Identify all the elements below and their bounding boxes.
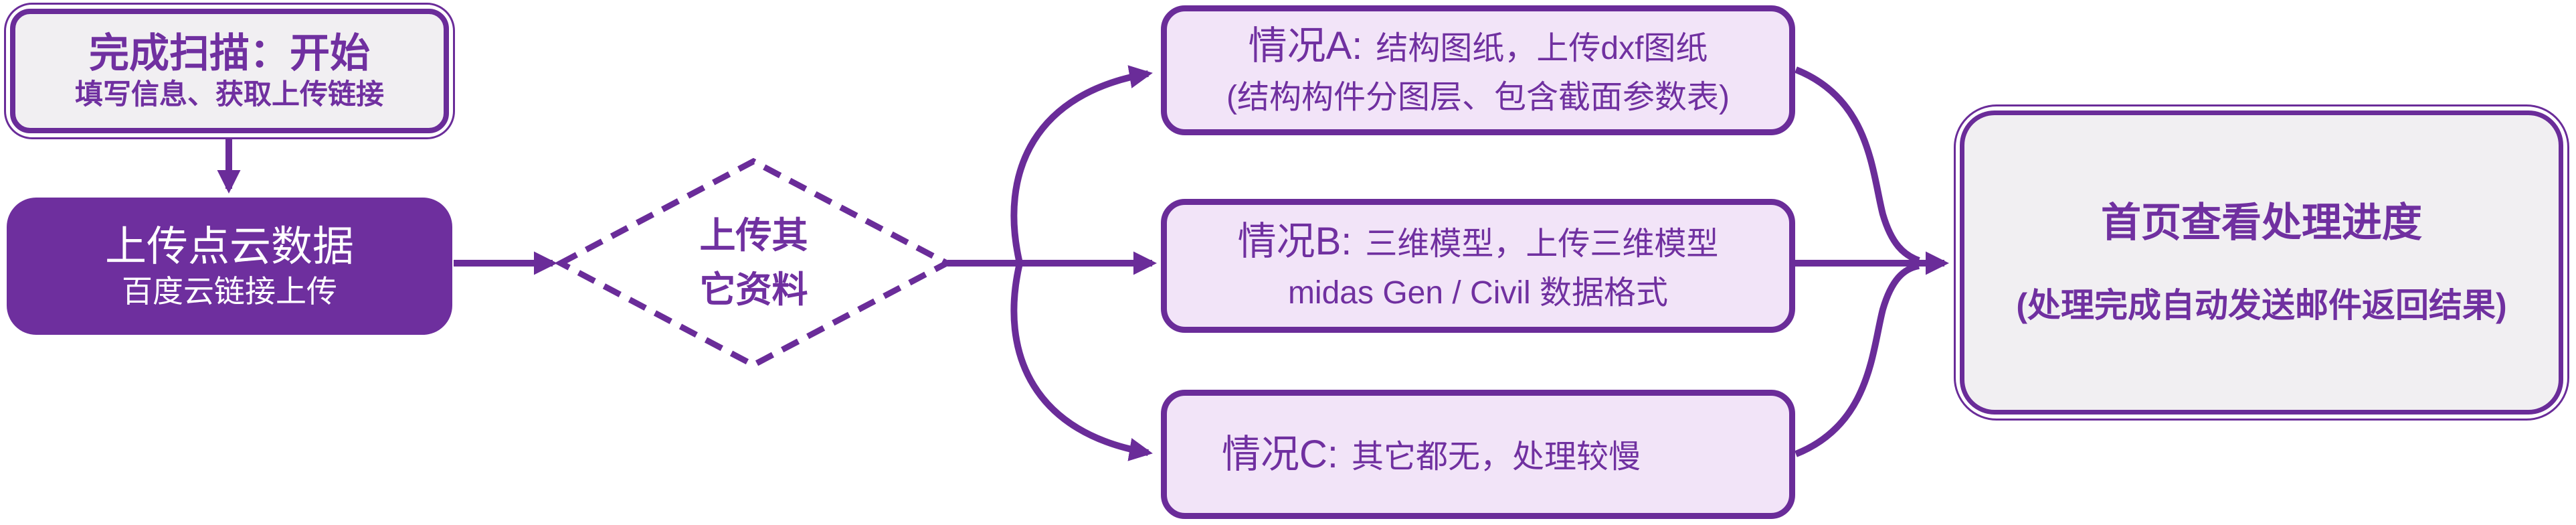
- upload-subtitle: 百度云链接上传: [122, 273, 337, 309]
- result-title: 首页查看处理进度: [2101, 200, 2422, 246]
- case-a-node: 情况A: 结构图纸，上传dxf图纸 (结构构件分图层、包含截面参数表): [1161, 5, 1795, 135]
- case-a-line1: 情况A: 结构图纸，上传dxf图纸: [1249, 27, 1708, 66]
- decision-node: 上传其 它资料: [561, 161, 947, 365]
- case-a-text: 结构图纸，上传dxf图纸: [1376, 31, 1708, 66]
- decision-label-line2: 它资料: [699, 270, 808, 310]
- case-b-line1: 情况B: 三维模型，上传三维模型: [1238, 222, 1719, 261]
- upload-node: 上传点云数据 百度云链接上传: [7, 198, 452, 335]
- start-node-body: 完成扫描：开始 填写信息、获取上传链接: [10, 9, 449, 133]
- start-subtitle: 填写信息、获取上传链接: [74, 78, 384, 110]
- case-b-label: 情况B:: [1237, 220, 1352, 263]
- arrow-decision-to-case-a: [1010, 65, 1153, 265]
- decision-diamond-shape: [554, 157, 953, 369]
- case-b-line2: midas Gen / Civil 数据格式: [1287, 275, 1669, 311]
- start-title: 完成扫描：开始: [89, 31, 370, 76]
- curve-case-c-to-result: [1795, 262, 1920, 457]
- curve-case-a-to-result: [1795, 66, 1920, 264]
- case-b-node: 情况B: 三维模型，上传三维模型 midas Gen / Civil 数据格式: [1161, 199, 1795, 333]
- result-node: 首页查看处理进度 (处理完成自动发送邮件返回结果): [1954, 104, 2569, 421]
- decision-label-line1: 上传其: [699, 216, 808, 256]
- result-subtitle: (处理完成自动发送邮件返回结果): [2016, 287, 2507, 325]
- upload-title: 上传点云数据: [104, 223, 354, 270]
- result-node-body: 首页查看处理进度 (处理完成自动发送邮件返回结果): [1960, 110, 2563, 415]
- case-c-label: 情况C:: [1221, 432, 1338, 476]
- start-node: 完成扫描：开始 填写信息、获取上传链接: [4, 3, 455, 139]
- case-c-text: 其它都无，处理较慢: [1352, 439, 1641, 475]
- case-a-line2: (结构构件分图层、包含截面参数表): [1226, 80, 1730, 115]
- arrow-decision-to-case-c: [1010, 262, 1153, 461]
- case-b-text: 三维模型，上传三维模型: [1365, 226, 1719, 262]
- case-c-line1: 情况C: 其它都无，处理较慢: [1222, 435, 1641, 474]
- case-c-node: 情况C: 其它都无，处理较慢: [1161, 390, 1795, 519]
- case-a-label: 情况A:: [1248, 24, 1363, 68]
